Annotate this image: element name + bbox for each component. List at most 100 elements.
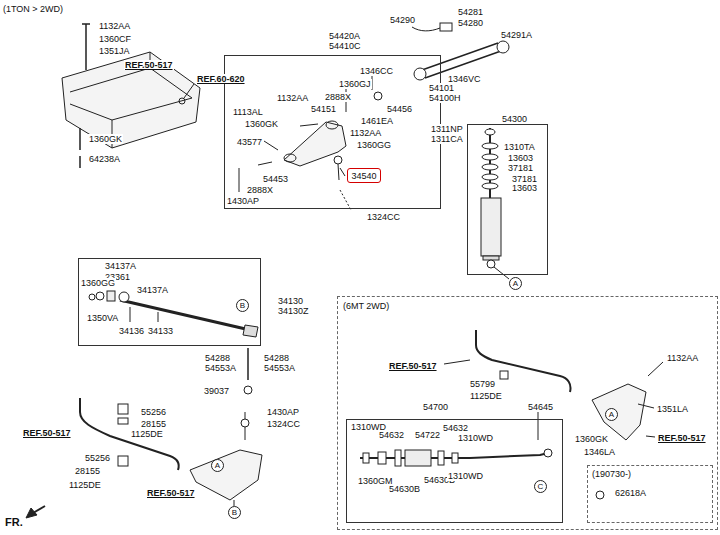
callout-number: 54290 bbox=[389, 15, 416, 25]
washer bbox=[482, 143, 498, 149]
callout-number: 1461EA bbox=[360, 116, 394, 126]
upper-rod bbox=[422, 43, 501, 78]
lower-arm bbox=[190, 450, 262, 500]
washer bbox=[96, 292, 104, 300]
shock-eye bbox=[487, 260, 495, 268]
callout-number: 54553A bbox=[263, 363, 296, 373]
callout-number: 54281 bbox=[457, 7, 484, 17]
bushing bbox=[482, 154, 498, 160]
callout-number: 13603 bbox=[507, 153, 534, 163]
callout-number: 1360CF bbox=[98, 34, 132, 44]
callout-number: 54632 bbox=[378, 430, 405, 440]
reference-link: REF.50-517 bbox=[657, 433, 707, 443]
callout-number: 1125DE bbox=[469, 391, 503, 401]
reference-link: REF.50-517 bbox=[22, 428, 72, 438]
callout-number: 34133 bbox=[147, 326, 174, 336]
reference-circle: A bbox=[509, 277, 522, 290]
reference-link: REF.60-620 bbox=[196, 74, 246, 84]
reference-link: REF.50-517 bbox=[146, 488, 196, 498]
callout-number: 54453 bbox=[262, 174, 289, 184]
group-heading: 54700 bbox=[422, 402, 449, 412]
reference-letter: A bbox=[215, 461, 220, 470]
nut bbox=[89, 294, 95, 300]
boot bbox=[405, 450, 431, 466]
bushing bbox=[284, 154, 296, 162]
callout-number: 43577 bbox=[236, 137, 263, 147]
callout-number: 34136 bbox=[118, 326, 145, 336]
callout-number: 54645 bbox=[527, 402, 554, 412]
washer bbox=[482, 174, 498, 180]
bracket bbox=[118, 456, 128, 466]
group-heading: (190730-) bbox=[591, 469, 632, 479]
diagram-title: (1TON > 2WD) bbox=[3, 4, 63, 14]
washer bbox=[482, 164, 498, 170]
callout-number: 54101 bbox=[428, 83, 455, 93]
callout-number: 1360GJ bbox=[338, 79, 372, 89]
sensor bbox=[440, 23, 452, 31]
reference-letter: C bbox=[538, 482, 544, 491]
callout-number: 1360GG bbox=[80, 278, 116, 288]
callout-number: 13603 bbox=[511, 183, 538, 193]
rod-eye bbox=[497, 41, 509, 53]
bushing bbox=[118, 418, 128, 424]
callout-number: 54291A bbox=[500, 30, 533, 40]
callout-number: 1346LA bbox=[583, 447, 616, 457]
callout-number: 54553A bbox=[204, 363, 237, 373]
callout-number: 1430AP bbox=[266, 407, 300, 417]
callout-number: 1310WD bbox=[457, 433, 494, 443]
reference-letter: B bbox=[232, 508, 237, 517]
bracket bbox=[118, 404, 128, 414]
callout-number: 1360GK bbox=[244, 119, 279, 129]
callout-number: 2888X bbox=[324, 92, 352, 102]
callout-number: 1310WD bbox=[447, 471, 484, 481]
group-heading: 34130 34130Z bbox=[277, 296, 310, 316]
callout-number: 1125DE bbox=[68, 480, 102, 490]
stabilizer-bar bbox=[80, 398, 179, 470]
callout-number: 1125DE bbox=[130, 429, 164, 439]
reference-link: REF.50-517 bbox=[388, 361, 438, 371]
upper-arm bbox=[284, 122, 346, 166]
callout-number: 1324CC bbox=[266, 419, 301, 429]
reference-letter: A bbox=[609, 410, 614, 419]
callout-number: 1350VA bbox=[86, 313, 119, 323]
nut bbox=[244, 386, 252, 394]
group-heading: 54420A 54410C bbox=[328, 31, 362, 51]
arrow-head bbox=[26, 508, 37, 518]
callout-number: 37181 bbox=[507, 163, 534, 173]
anchor bbox=[107, 291, 115, 301]
callout-number: 55256 bbox=[140, 407, 167, 417]
bushing bbox=[482, 183, 498, 189]
callout-number: 1351LA bbox=[656, 404, 689, 414]
callout-number: 1346CC bbox=[359, 66, 394, 76]
clip bbox=[395, 450, 401, 466]
callout-number: 54151 bbox=[310, 104, 337, 114]
callout-number: 55799 bbox=[469, 379, 496, 389]
crossmember bbox=[62, 52, 200, 148]
bolt bbox=[130, 307, 158, 322]
callout-number: 1132AA bbox=[276, 93, 309, 103]
stud bbox=[338, 164, 345, 180]
ball-joint bbox=[334, 156, 342, 164]
reference-letter: A bbox=[513, 279, 518, 288]
lower-arm bbox=[592, 384, 646, 440]
callout-number: 54288 bbox=[263, 353, 290, 363]
nut bbox=[452, 453, 458, 463]
callout-number: 54456 bbox=[386, 104, 413, 114]
callout-number: 34137A bbox=[136, 285, 169, 295]
nut bbox=[241, 419, 249, 427]
ball-end bbox=[544, 449, 552, 457]
highlight-box: 34540 bbox=[347, 168, 381, 183]
nut bbox=[363, 453, 369, 463]
drawing bbox=[26, 23, 663, 518]
leader-line bbox=[444, 360, 470, 364]
front-indicator: FR. bbox=[4, 516, 24, 528]
reference-link: REF.50-517 bbox=[124, 60, 174, 70]
bushing bbox=[326, 121, 338, 129]
nut bbox=[485, 129, 495, 135]
bolt bbox=[538, 412, 539, 440]
callout-number: 62618A bbox=[614, 488, 647, 498]
callout-number: 54100H bbox=[428, 93, 462, 103]
nut bbox=[596, 491, 604, 499]
hole-marker bbox=[179, 98, 185, 104]
group-heading: 54300 bbox=[501, 114, 528, 124]
